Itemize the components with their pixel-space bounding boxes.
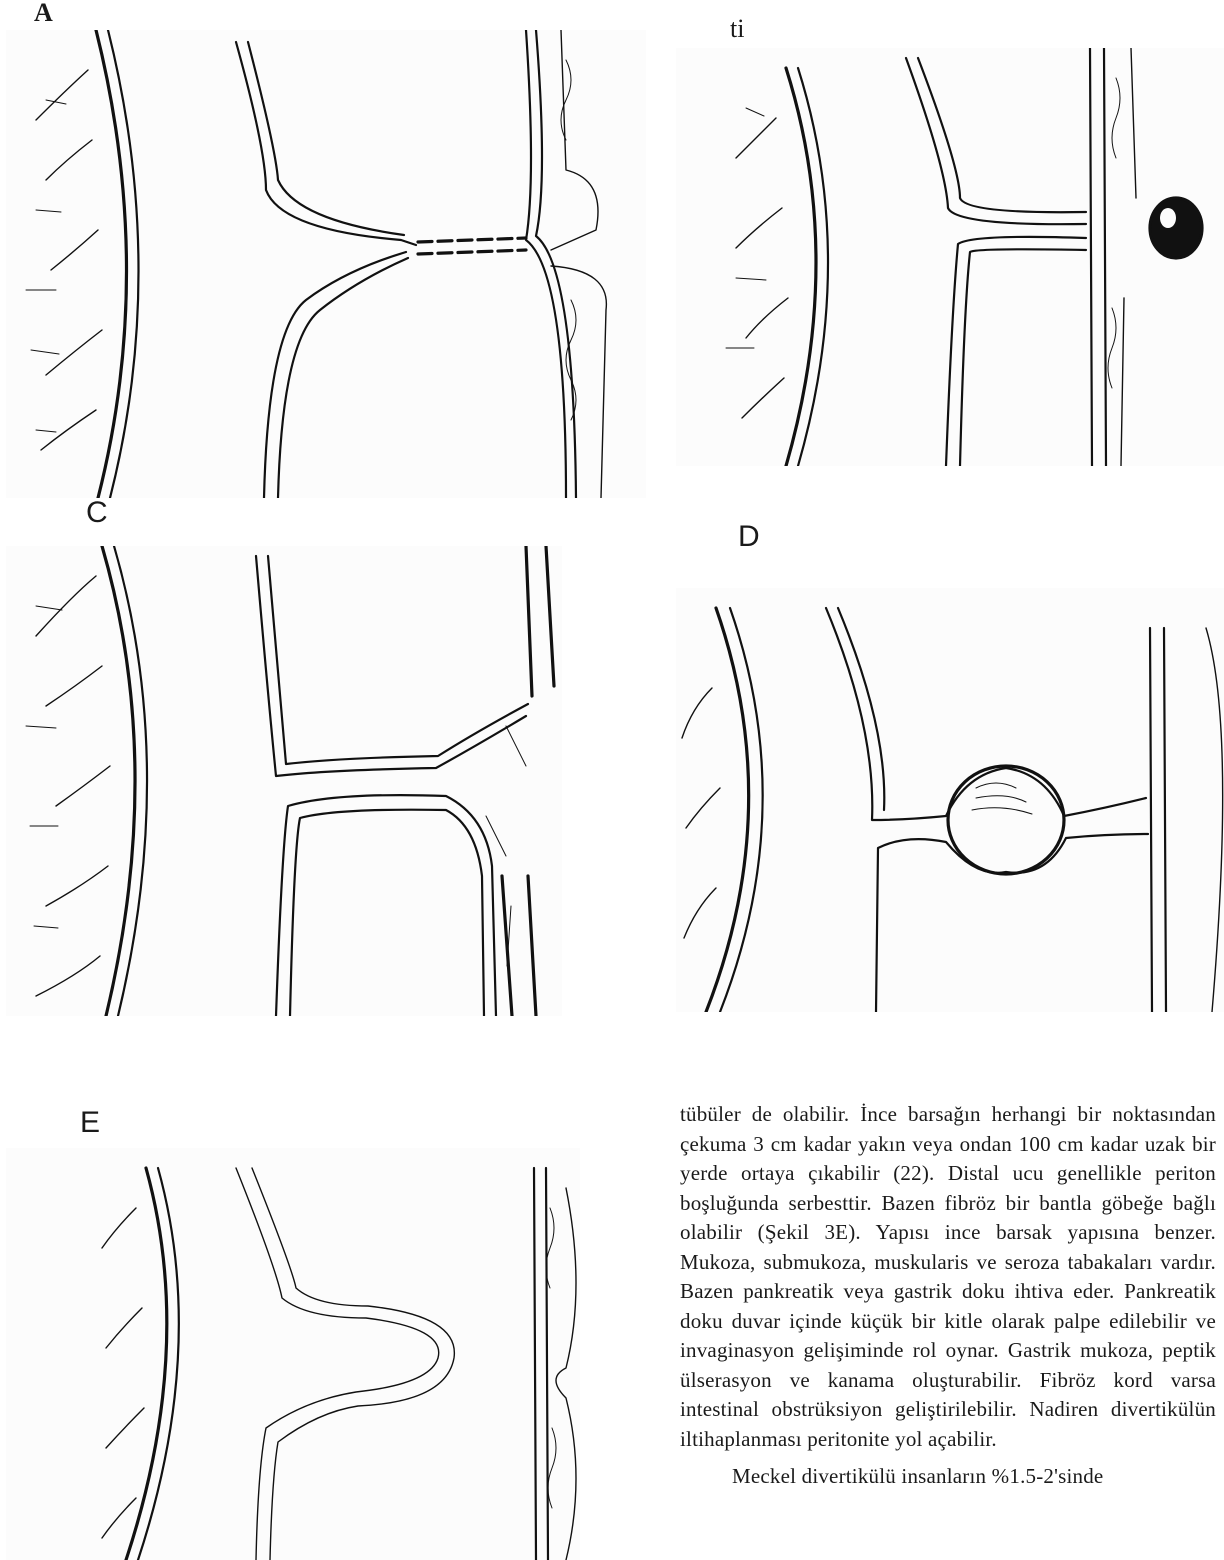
panel-label-b: ti — [730, 14, 744, 44]
body-paragraph-2: Meckel divertikülü insanların %1.5-2'sin… — [680, 1462, 1216, 1492]
panel-b-drawing — [676, 48, 1224, 466]
panel-label-d: D — [738, 520, 760, 554]
body-paragraph-1: tübüler de olabilir. İnce barsağın herha… — [680, 1100, 1216, 1454]
body-text: tübüler de olabilir. İnce barsağın herha… — [680, 1100, 1216, 1492]
panel-label-a: A — [34, 0, 53, 28]
panel-label-e: E — [80, 1106, 100, 1140]
panel-c-drawing — [6, 546, 562, 1016]
panel-label-c: C — [86, 496, 108, 530]
panel-d-drawing — [676, 588, 1224, 1012]
panel-e-drawing — [6, 1148, 580, 1560]
panel-a-drawing — [6, 30, 646, 498]
